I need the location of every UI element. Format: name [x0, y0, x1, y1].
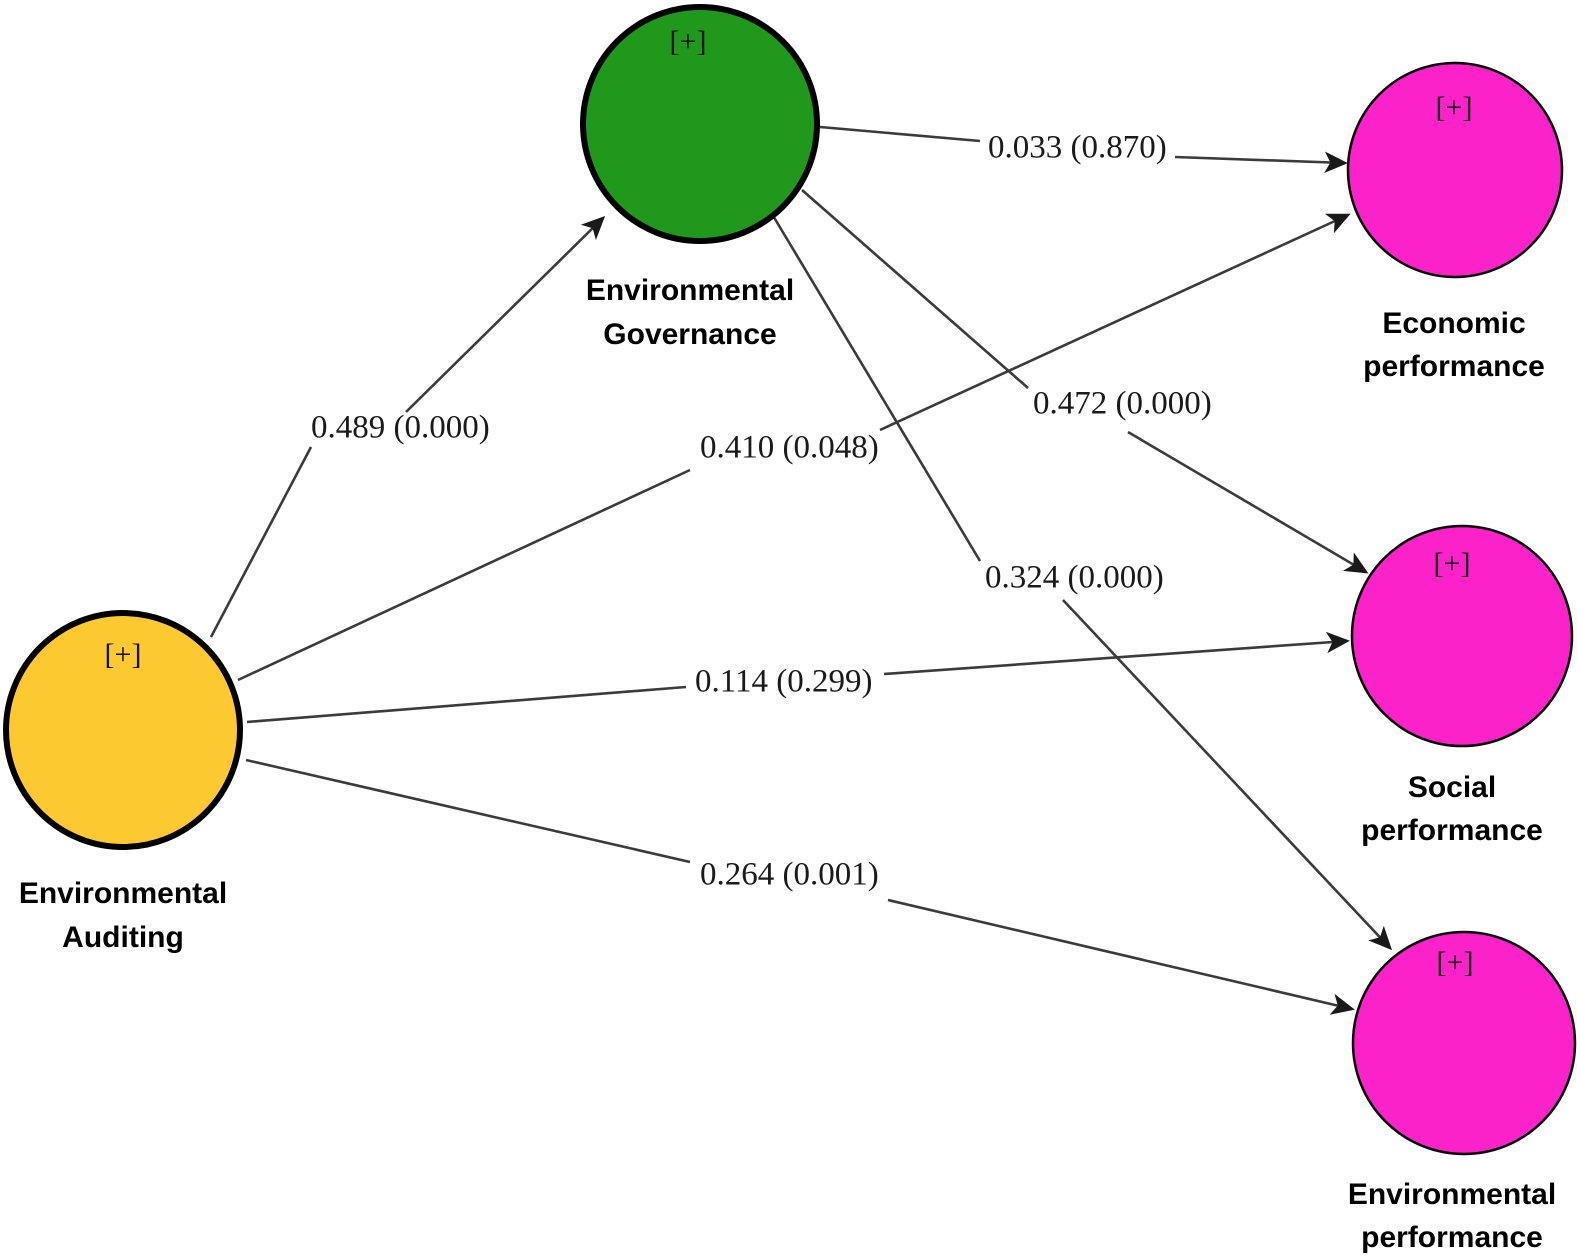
node-label-environmental-governance-line1: Environmental [586, 274, 794, 307]
edge-label-eg-to-social: 0.472 (0.000) [1033, 386, 1212, 422]
edge-line-eg-to-envperf-arrow[interactable] [1062, 599, 1393, 951]
edge-line-ea-to-social[interactable] [246, 685, 687, 724]
edge-label-ea-to-econ: 0.410 (0.048) [700, 430, 879, 466]
node-circle-economic-performance[interactable] [1346, 61, 1564, 279]
node-sign-economic-performance: [+] [1436, 91, 1473, 124]
node-circle-social-performance[interactable] [1350, 524, 1574, 748]
edge-line-eg-to-econ-arrow[interactable] [1174, 151, 1348, 173]
node-circle-environmental-auditing[interactable] [3, 610, 243, 850]
edge-label-ea-to-eg: 0.489 (0.000) [311, 410, 490, 446]
node-environmental-performance[interactable]: [+] Environmental performance [1348, 930, 1577, 1254]
edge-line-eg-to-envperf[interactable] [770, 213, 982, 562]
node-label-environmental-auditing-line2: Auditing [62, 921, 184, 954]
node-label-economic-performance-line1: Economic [1382, 307, 1525, 340]
edge-line-ea-to-eg-arrow[interactable] [405, 215, 606, 413]
edge-ea-to-econ[interactable] [237, 213, 1351, 682]
node-sign-environmental-performance: [+] [1437, 946, 1474, 979]
edge-ea-to-envperf[interactable] [245, 758, 1355, 1015]
edge-line-eg-to-econ[interactable] [819, 125, 981, 143]
edge-label-eg-to-econ: 0.033 (0.870) [988, 130, 1167, 166]
node-label-environmental-performance-line2: performance [1361, 1221, 1543, 1254]
node-layer: [+] Environmental Auditing [+] Environme… [3, 4, 1577, 1254]
edge-label-layer: 0.489 (0.000) 0.033 (0.870) 0.410 (0.048… [311, 130, 1212, 893]
edge-line-eg-to-social-arrow[interactable] [1127, 430, 1369, 574]
edge-label-ea-to-envperf: 0.264 (0.001) [700, 857, 879, 893]
edge-label-eg-to-envperf: 0.324 (0.000) [985, 560, 1164, 596]
node-sign-environmental-governance: [+] [670, 25, 707, 58]
node-sign-social-performance: [+] [1434, 547, 1471, 580]
node-label-social-performance-line1: Social [1408, 771, 1496, 804]
node-label-environmental-auditing-line1: Environmental [19, 877, 227, 910]
node-label-environmental-governance-line2: Governance [603, 318, 776, 351]
edge-line-ea-to-econ-arrow[interactable] [879, 213, 1351, 432]
edge-line-ea-to-eg[interactable] [209, 446, 313, 638]
edge-label-ea-to-social: 0.114 (0.299) [695, 664, 873, 700]
node-circle-environmental-performance[interactable] [1351, 930, 1577, 1156]
edge-line-eg-to-social[interactable] [801, 189, 1029, 389]
node-label-social-performance-line2: performance [1361, 814, 1543, 847]
edge-eg-to-econ[interactable] [819, 125, 1348, 173]
edge-line-ea-to-envperf-arrow[interactable] [887, 898, 1355, 1015]
node-label-environmental-performance-line1: Environmental [1348, 1178, 1556, 1211]
edge-ea-to-eg[interactable] [209, 215, 606, 638]
edge-eg-to-social[interactable] [801, 189, 1369, 574]
node-circle-environmental-governance[interactable] [580, 4, 820, 244]
node-environmental-auditing[interactable]: [+] Environmental Auditing [3, 610, 243, 954]
edge-line-ea-to-envperf[interactable] [245, 758, 691, 864]
node-label-economic-performance-line2: performance [1363, 350, 1545, 383]
edge-line-ea-to-econ[interactable] [237, 468, 691, 682]
node-social-performance[interactable]: [+] Social performance [1350, 524, 1574, 847]
edge-layer [209, 125, 1393, 1015]
node-environmental-governance[interactable]: [+] Environmental Governance [580, 4, 820, 351]
edge-eg-to-envperf[interactable] [770, 213, 1393, 951]
node-sign-environmental-auditing: [+] [105, 638, 142, 671]
node-economic-performance[interactable]: [+] Economic performance [1346, 61, 1564, 383]
